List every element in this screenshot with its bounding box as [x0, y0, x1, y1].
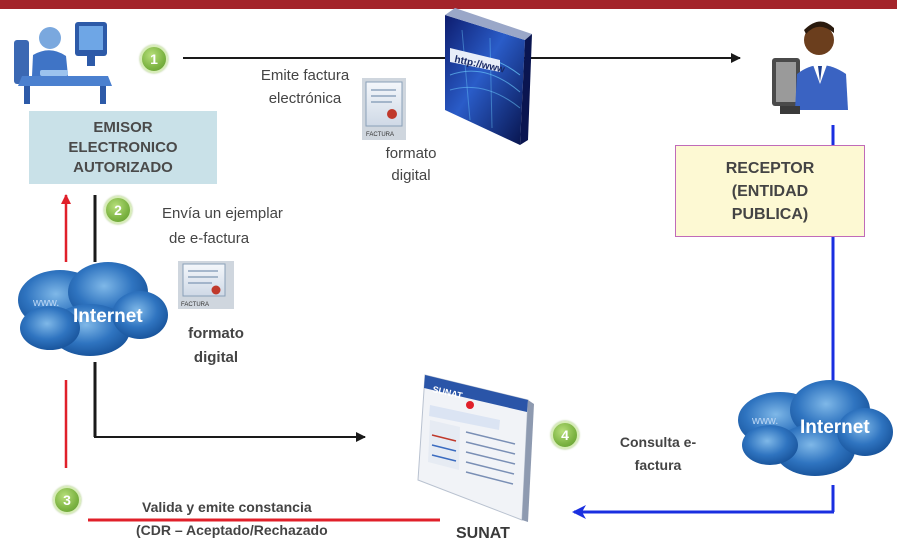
internet-right-text: Internet [800, 417, 870, 438]
consulta-line-1: Consulta e- [619, 434, 697, 450]
receptor-line-3: PUBLICA) [731, 205, 809, 223]
valida-line-2: (CDR – Aceptado/Rechazado [136, 522, 328, 538]
step-4-badge: 4 [551, 421, 579, 449]
step-3-badge: 3 [53, 486, 81, 514]
emisor-box: EMISOR ELECTRONICO AUTORIZADO [29, 111, 217, 184]
formato-2-line-1: formato [188, 325, 244, 342]
envia-ejemplar-label: Envía un ejemplar de e-factura [162, 204, 283, 249]
browser-screen-icon: http://www [445, 8, 532, 145]
step-2-badge: 2 [104, 196, 132, 224]
emisor-line-2: ELECTRONICO [68, 138, 178, 156]
envia-line-2: de e-factura [169, 230, 250, 247]
envia-line-1: Envía un ejemplar [162, 205, 283, 222]
valida-line-1: Valida y emite constancia [142, 499, 312, 515]
formato-1-line-1: formato [385, 145, 437, 162]
internet-right-www: www. [751, 415, 778, 427]
emisor-line-3: AUTORIZADO [73, 158, 173, 176]
emite-line-1: Emite factura [260, 67, 350, 84]
emisor-computer-icon [14, 22, 112, 104]
emisor-line-1: EMISOR [93, 118, 153, 136]
internet-cloud-right: www. Internet [738, 380, 893, 476]
receptor-box: RECEPTOR (ENTIDAD PUBLICA) [675, 145, 865, 237]
factura-document-icon-1: FACTURA [362, 78, 406, 140]
sunat-website-image: SUNAT [417, 374, 534, 522]
receptor-line-1: RECEPTOR [725, 159, 815, 177]
formato-digital-label-2: formato digital [171, 324, 261, 368]
factura-label-2: FACTURA [181, 302, 209, 308]
emite-factura-label: Emite factura electrónica [245, 66, 365, 109]
receptor-person-icon [772, 21, 848, 114]
sunat-label: SUNAT [456, 525, 510, 542]
formato-2-line-2: digital [193, 349, 239, 366]
internet-cloud-left: www. Internet [18, 262, 168, 356]
emite-line-2: electrónica [268, 90, 342, 107]
formato-1-line-2: digital [391, 167, 431, 184]
formato-digital-label-1: formato digital [370, 144, 452, 186]
internet-left-www: www. [32, 297, 59, 309]
top-banner [0, 0, 897, 9]
consulta-line-2: factura [634, 457, 682, 473]
internet-left-text: Internet [73, 306, 143, 327]
factura-label-1: FACTURA [366, 132, 394, 138]
factura-document-icon-2: FACTURA [178, 261, 234, 309]
valida-emite-label: Valida y emite constancia (CDR – Aceptad… [136, 498, 328, 540]
step-1-badge: 1 [140, 45, 168, 73]
receptor-line-2: (ENTIDAD [731, 182, 809, 200]
consulta-factura-label: Consulta e- factura [603, 432, 713, 475]
